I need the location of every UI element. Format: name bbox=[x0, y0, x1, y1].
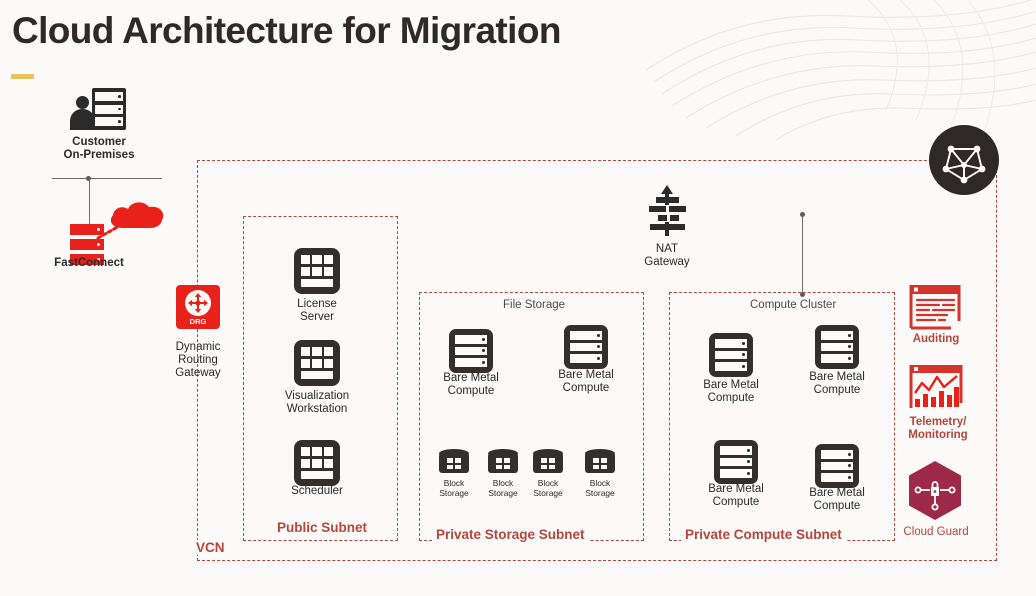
bare-metal-compute-label: Bare Metal Compute bbox=[809, 487, 865, 512]
block-storage-icon bbox=[585, 449, 615, 475]
bare-metal-compute-label: Bare Metal Compute bbox=[809, 371, 865, 396]
scheduler-label: Scheduler bbox=[291, 485, 343, 497]
bare-metal-compute-icon bbox=[449, 329, 493, 373]
bare-metal-compute-label: Bare Metal Compute bbox=[708, 483, 764, 508]
bare-metal-compute-icon bbox=[815, 325, 859, 369]
block-storage-label: Block Storage bbox=[488, 478, 518, 498]
auditing-document-icon bbox=[909, 285, 961, 330]
vcn-boundary bbox=[197, 160, 997, 561]
customer-onpremises-icon bbox=[70, 88, 126, 130]
fastconnect-label: FastConnect bbox=[54, 257, 124, 269]
block-storage-icon bbox=[533, 449, 563, 475]
dynamic-routing-gateway-icon: DRG bbox=[176, 285, 220, 329]
compute-cluster-connector bbox=[801, 215, 803, 295]
connector-dot bbox=[799, 292, 805, 297]
visualization-workstation-icon bbox=[294, 340, 340, 386]
nat-gateway-icon bbox=[649, 185, 686, 236]
onprem-connector-line bbox=[88, 178, 90, 226]
public-subnet-boundary bbox=[243, 216, 398, 541]
onprem-boundary-line bbox=[52, 178, 162, 180]
auditing-label: Auditing bbox=[912, 333, 960, 345]
bare-metal-compute-icon bbox=[815, 444, 859, 488]
cloud-icon bbox=[110, 202, 164, 228]
block-storage-label: Block Storage bbox=[585, 478, 615, 498]
license-server-icon bbox=[294, 248, 340, 294]
block-storage-label: Block Storage bbox=[533, 478, 563, 498]
customer-onpremises-label: Customer On-Premises bbox=[63, 136, 135, 161]
cloud-guard-hexagon-icon bbox=[909, 461, 961, 520]
bare-metal-compute-icon bbox=[709, 333, 753, 377]
block-storage-label: Block Storage bbox=[439, 478, 469, 498]
telemetry-chart-icon bbox=[909, 365, 963, 408]
accent-dash bbox=[11, 74, 34, 79]
file-storage-caption: File Storage bbox=[498, 299, 571, 311]
decorative-texture bbox=[645, 0, 1036, 140]
fastconnect-icon bbox=[70, 224, 104, 266]
bare-metal-compute-icon bbox=[564, 325, 608, 369]
bare-metal-compute-label: Bare Metal Compute bbox=[703, 379, 759, 404]
fastconnect-cloud-connector bbox=[96, 218, 132, 240]
network-graph-logo-icon bbox=[929, 125, 999, 195]
private-storage-subnet-label: Private Storage Subnet bbox=[432, 527, 589, 542]
connector-dot bbox=[799, 212, 805, 217]
block-storage-icon bbox=[439, 449, 469, 475]
private-compute-subnet-label: Private Compute Subnet bbox=[681, 527, 846, 542]
license-server-label: License Server bbox=[297, 298, 337, 323]
block-storage-icon bbox=[488, 449, 518, 475]
nat-gateway-label: NAT Gateway bbox=[644, 243, 690, 268]
bare-metal-compute-icon bbox=[714, 440, 758, 484]
bare-metal-compute-label: Bare Metal Compute bbox=[443, 372, 499, 397]
drg-badge: DRG bbox=[189, 317, 207, 326]
bare-metal-compute-label: Bare Metal Compute bbox=[558, 369, 614, 394]
telemetry-monitoring-label: Telemetry/ Monitoring bbox=[908, 416, 968, 441]
vcn-label: VCN bbox=[193, 540, 228, 555]
page-title: Cloud Architecture for Migration bbox=[12, 10, 561, 51]
visualization-workstation-label: Visualization Workstation bbox=[284, 390, 350, 415]
scheduler-icon bbox=[294, 440, 340, 486]
public-subnet-label: Public Subnet bbox=[273, 520, 372, 535]
drg-label: Dynamic Routing Gateway bbox=[175, 341, 221, 379]
compute-cluster-caption: Compute Cluster bbox=[745, 299, 842, 311]
cloud-guard-label: Cloud Guard bbox=[903, 526, 969, 538]
